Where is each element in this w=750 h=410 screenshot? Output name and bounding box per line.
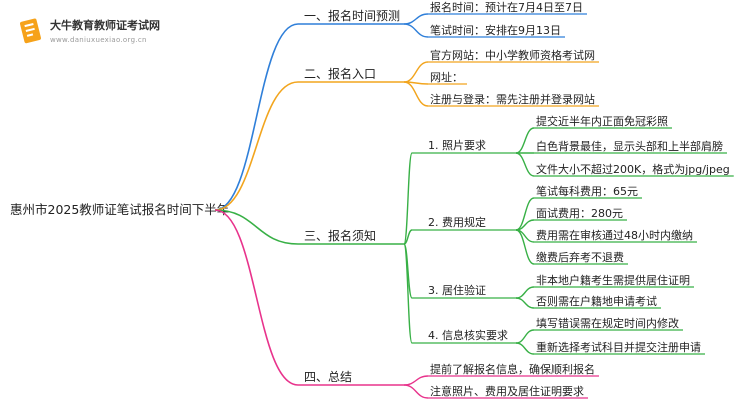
section-label: 一、报名时间预测 [304, 8, 400, 23]
leaf-connector [403, 61, 429, 83]
leaf-node: 注意照片、费用及居住证明要求 [430, 384, 584, 398]
leaf-node: 官方网站：中小学教师资格考试网 [430, 48, 595, 62]
leaf-connector [515, 127, 535, 154]
group-connector [403, 243, 413, 344]
leaf-node: 提前了解报名信息，确保顺利报名 [430, 362, 595, 376]
leaf-connector [515, 152, 535, 177]
leaf-node: 笔试每科费用：65元 [536, 184, 638, 198]
leaf-connector [403, 23, 429, 38]
leaf-connector [515, 342, 535, 355]
leaf-node: 白色背景最佳，显示头部和上半部肩膀 [536, 139, 723, 153]
leaf-connector [403, 375, 429, 386]
leaf-connector [403, 81, 429, 107]
logo-title: 大牛教育教师证考试网 [50, 18, 160, 32]
leaf-node: 重新选择考试科目并提交注册申请 [536, 340, 701, 354]
leaf-node: 注册与登录：需先注册并登录网站 [430, 92, 595, 106]
leaf-node: 笔试时间：安排在9月13日 [430, 23, 561, 37]
leaf-node: 面试费用：280元 [536, 207, 623, 220]
group-label: 2. 费用规定 [428, 215, 486, 229]
leaf-node: 费用需在审核通过48小时内缴纳 [536, 228, 693, 242]
connectors [214, 13, 734, 399]
group-label: 3. 居住验证 [428, 283, 486, 297]
leaf-node: 报名时间：预计在7月4日至7日 [430, 0, 583, 14]
group-connector [403, 152, 413, 245]
leaf-node: 否则需在户籍地申请考试 [536, 294, 657, 308]
group-label: 1. 照片要求 [428, 139, 486, 152]
section-label: 三、报名须知 [304, 228, 376, 243]
leaf-node: 文件大小不超过200K，格式为jpg/jpeg [536, 162, 730, 176]
leaf-connector [515, 229, 535, 265]
root-topic: 惠州市2025教师证笔试报名时间下半年 [10, 202, 229, 217]
leaf-connector [403, 13, 429, 25]
leaf-node: 非本地户籍考生需提供居住证明 [536, 273, 690, 287]
leaf-connector [515, 286, 535, 299]
leaf-connector [403, 384, 429, 399]
leaf-node: 网址： [430, 70, 463, 84]
nodes: 一、报名时间预测 报名时间：预计在7月4日至7日笔试时间：安排在9月13日二、报名… [304, 0, 730, 398]
branch-connector [214, 23, 299, 211]
group-connector [403, 229, 413, 245]
leaf-connector [515, 329, 535, 344]
book-icon [20, 18, 41, 44]
section-label: 四、总结 [304, 370, 352, 384]
group-label: 4. 信息核实要求 [428, 328, 508, 342]
leaf-node: 提交近半年内正面免冠彩照 [536, 114, 668, 128]
logo: 大牛教育教师证考试网 www.daniuxuexiao.org.cn [20, 18, 160, 44]
leaf-node: 填写错误需在规定时间内修改 [536, 316, 679, 330]
branch-connector [214, 81, 299, 211]
leaf-connector [515, 297, 535, 309]
branch-connector [214, 209, 299, 245]
section-label: 二、报名入口 [304, 66, 376, 81]
branch-connector [214, 209, 299, 386]
logo-url: www.daniuxuexiao.org.cn [50, 36, 147, 44]
leaf-node: 缴费后弃考不退费 [536, 250, 624, 264]
